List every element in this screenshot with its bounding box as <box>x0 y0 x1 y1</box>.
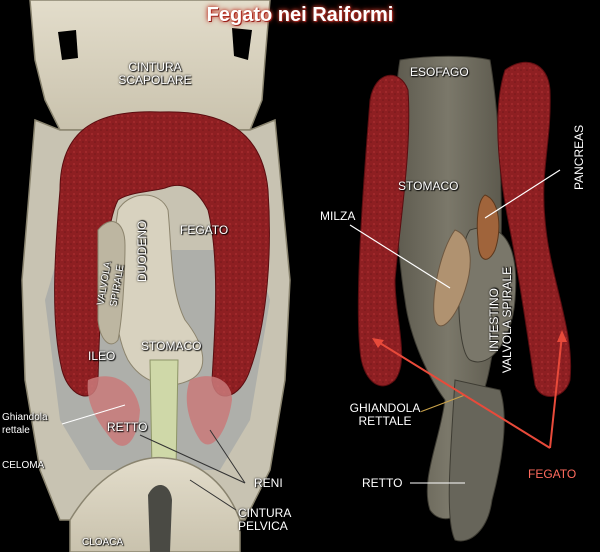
label-line: rettale <box>2 425 30 436</box>
spleen <box>433 229 471 327</box>
arrowhead-fegato-left <box>372 338 384 348</box>
pointer-ghiandola-r <box>419 394 466 413</box>
rectum-left-view <box>149 359 179 471</box>
label-retto-left: RETTO <box>107 420 148 434</box>
label-line: GHIANDOLA <box>349 401 421 415</box>
girdle-hole-right <box>232 28 252 60</box>
label-cintura-scapolare: CINTURA SCAPOLARE <box>110 61 200 87</box>
arrow-fegato-left <box>374 339 551 449</box>
arrow-fegato-right <box>549 334 563 449</box>
label-line: CINTURA <box>238 506 292 520</box>
label-fegato-left: FEGATO <box>180 223 229 237</box>
girdle-hole-left <box>58 30 78 60</box>
pointer-pelvica <box>189 479 237 511</box>
label-line: SCAPOLARE <box>118 73 192 87</box>
pointer-pancreas <box>484 169 561 219</box>
label-retto-right: RETTO <box>362 476 403 490</box>
pointer-milza <box>349 224 451 289</box>
pancreas <box>476 194 500 260</box>
pointer-reni-a <box>139 434 246 484</box>
liver-lobe-right <box>497 61 572 397</box>
left-dissection <box>21 0 291 552</box>
kidney-left <box>87 376 140 446</box>
spiral-valve <box>97 221 126 345</box>
label-ghiandola-rettale-r: GHIANDOLA RETTALE <box>340 402 430 428</box>
label-pancreas: PANCREAS <box>572 124 586 190</box>
kidney-right <box>186 376 232 445</box>
cloaca <box>148 484 172 552</box>
label-line: RETTALE <box>358 414 412 428</box>
label-reni: RENI <box>254 476 283 490</box>
label-ileo: ILEO <box>88 349 116 363</box>
label-line: Ghiandola <box>2 412 48 423</box>
label-stomaco-right: STOMACO <box>398 179 459 193</box>
liver-left-view <box>54 111 270 397</box>
label-fegato-right: FEGATO <box>528 467 577 481</box>
label-esofago: ESOFAGO <box>410 65 469 79</box>
right-dissection <box>349 55 572 542</box>
label-line: CINTURA <box>128 60 182 74</box>
pointer-reni-b <box>209 429 246 484</box>
label-line: PELVICA <box>238 519 288 533</box>
label-ghiandola-rettale: Ghiandola rettale <box>2 411 48 437</box>
rectum-right-view <box>448 379 505 542</box>
label-intestino-valvola: INTESTINO VALVOLA SPIRALE <box>487 265 514 375</box>
label-stomaco-left: STOMACO <box>141 339 202 353</box>
pointer-ghiandola <box>61 404 126 425</box>
label-milza: MILZA <box>320 209 356 223</box>
label-duodeno: DUODENO <box>135 220 149 282</box>
label-line: VALVOLA SPIRALE <box>500 266 514 374</box>
arrowhead-fegato-right <box>557 330 567 342</box>
label-cloaca: CLOACA <box>82 537 124 548</box>
label-cintura-pelvica: CINTURA PELVICA <box>238 507 291 533</box>
liver-lobe-left <box>357 74 410 387</box>
label-celoma: CELOMA <box>2 460 45 471</box>
diagram-title: Fegato nei Raiformi <box>206 4 394 26</box>
